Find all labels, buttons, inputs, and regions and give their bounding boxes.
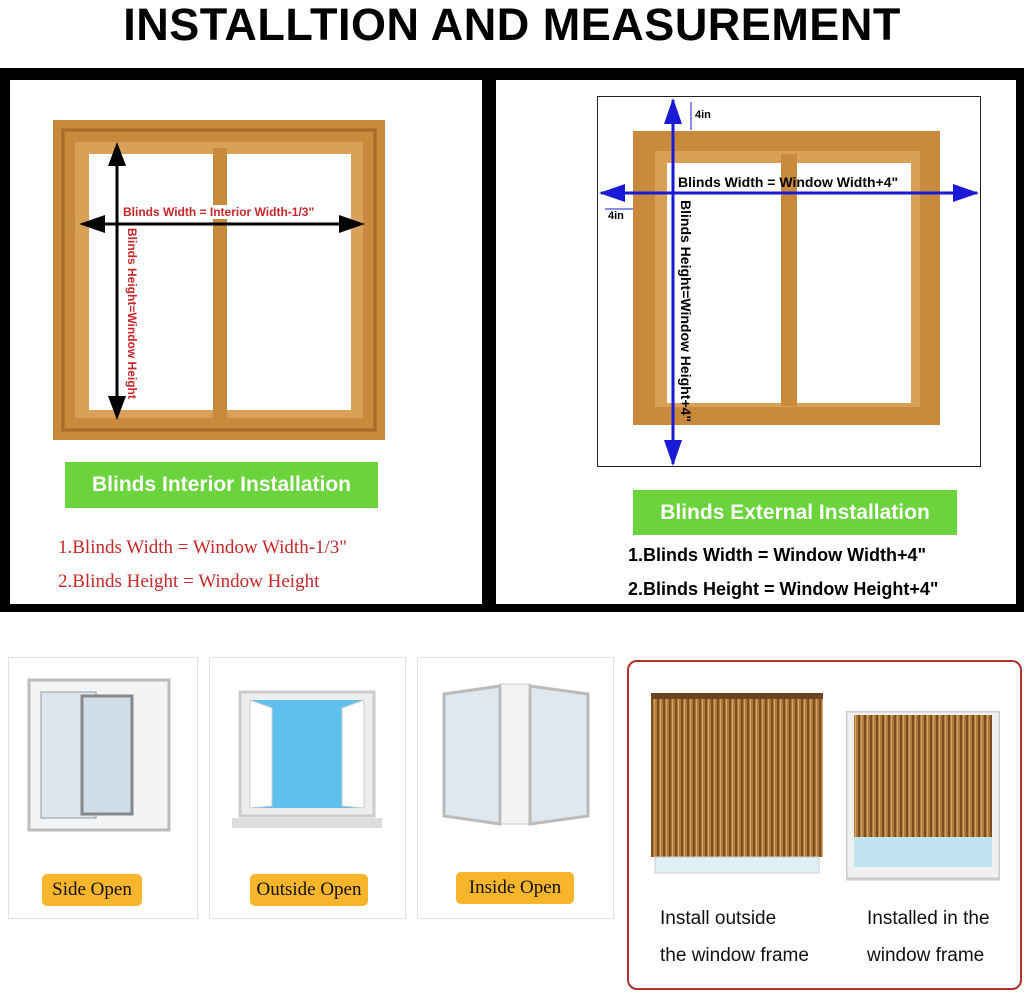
- external-height-formula: 2.Blinds Height = Window Height+4": [628, 579, 939, 599]
- external-diagram-box: [597, 96, 981, 467]
- inside-frame-blind-image: [846, 711, 1000, 881]
- side-open-label: Side Open: [42, 874, 142, 906]
- window-type-card-side-open: Side Open: [8, 657, 198, 919]
- external-width-formula: 1.Blinds Width = Window Width+4": [628, 545, 927, 565]
- outside-open-window-icon: [232, 690, 382, 828]
- caption-line: Installed in the: [867, 908, 990, 929]
- interior-width-label: Blinds Width = Interior Width-1/3": [123, 205, 315, 219]
- interior-height-formula: 2.Blinds Height = Window Height: [58, 571, 320, 592]
- interior-width-formula: 1.Blinds Width = Window Width-1/3": [58, 537, 348, 558]
- top-offset-label: 4in: [695, 109, 711, 121]
- interior-height-label: Blinds Height=Window Height: [125, 228, 139, 399]
- caption-line: Install outside: [660, 908, 777, 929]
- outside-frame-blind-image: [651, 693, 823, 874]
- interior-installation-badge: Blinds Interior Installation: [65, 462, 378, 508]
- external-window-diagram: [599, 98, 979, 466]
- side-open-window-icon: [27, 678, 171, 832]
- inside-open-window-icon: [442, 683, 590, 826]
- install-examples-box: [627, 660, 1022, 990]
- external-width-label: Blinds Width = Window Width+4": [678, 174, 899, 190]
- caption-line: the window frame: [660, 945, 809, 966]
- external-installation-badge: Blinds External Installation: [633, 490, 957, 535]
- install-outside-caption: Install outside the window frame: [660, 900, 809, 974]
- interior-window-diagram: [53, 120, 385, 440]
- install-inside-caption: Installed in the window frame: [867, 900, 990, 974]
- external-height-label: Blinds Height=Window Height+4": [678, 200, 694, 422]
- window-type-card-outside-open: Outside Open: [209, 657, 406, 919]
- side-offset-label: 4in: [608, 210, 624, 222]
- window-type-card-inside-open: Inside Open: [417, 657, 614, 919]
- page-title: INSTALLTION AND MEASUREMENT: [123, 0, 901, 50]
- outside-open-label: Outside Open: [250, 874, 368, 906]
- caption-line: window frame: [867, 945, 985, 966]
- inside-open-label: Inside Open: [456, 872, 574, 904]
